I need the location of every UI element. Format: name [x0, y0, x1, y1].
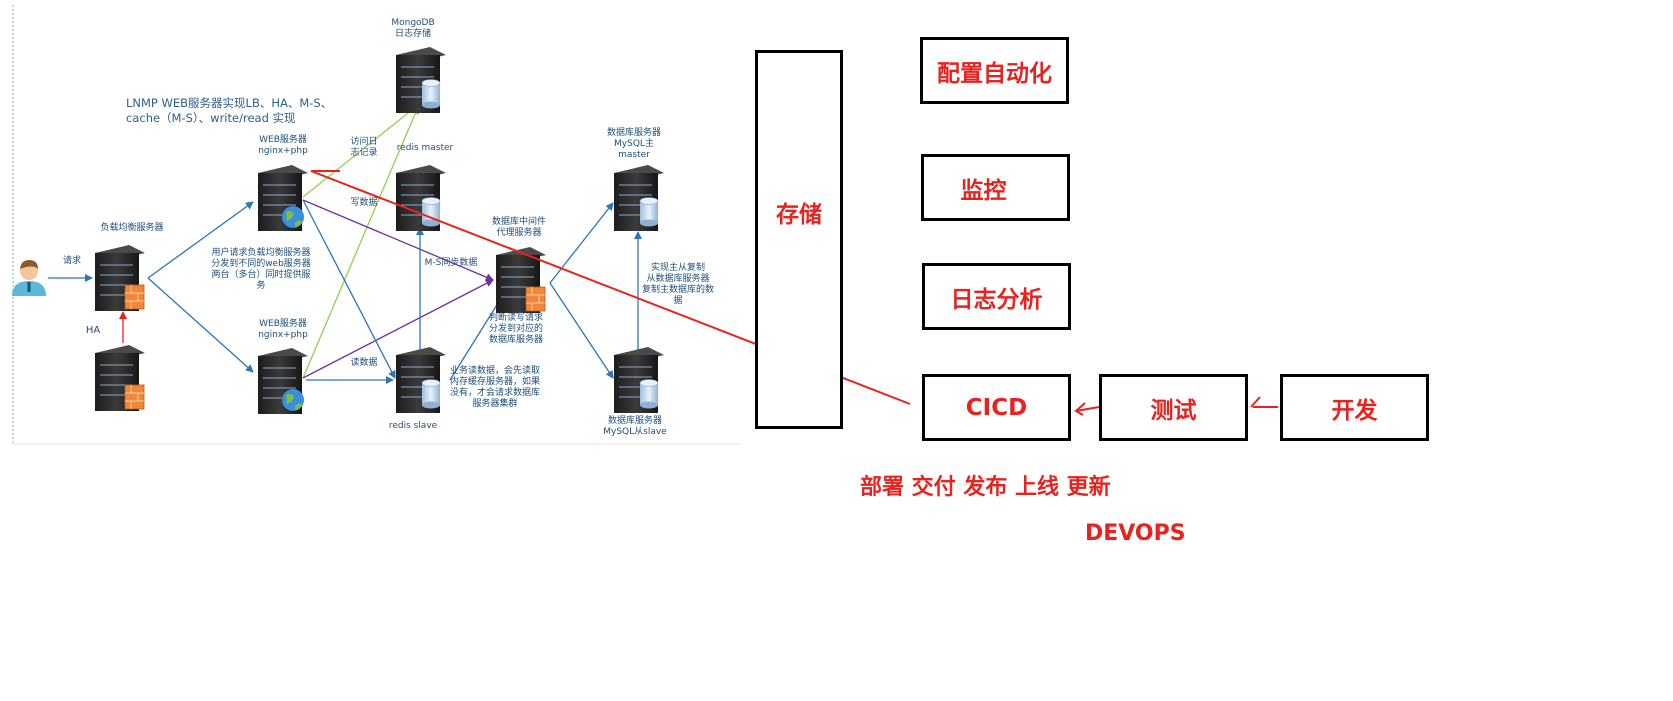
edge-label-ms-sync: M-S同步数据 — [424, 258, 478, 268]
server-web1-icon — [258, 165, 308, 231]
arrow-dev-to-test — [1250, 396, 1278, 408]
box-cicd: CICD — [922, 374, 1071, 441]
server-redis-slave-icon — [396, 347, 446, 413]
note-cache: 业务读数据，会先读取 内存缓存服务器，如果 没有，才会请求数据库 服务器集群 — [449, 366, 540, 409]
box-log-analysis: 日志分析 — [922, 263, 1071, 330]
server-lb-icon — [95, 245, 145, 311]
box-storage-label: 存储 — [776, 201, 822, 228]
node-label-mongo: MongoDB 日志存储 — [391, 18, 435, 39]
node-label-mysql-slave: 数据库服务器 MySQL从slave — [603, 416, 667, 437]
box-log-analysis-label: 日志分析 — [950, 286, 1043, 313]
box-cicd-label: CICD — [965, 394, 1028, 421]
server-proxy-icon — [496, 247, 546, 313]
box-monitoring-label: 监控 — [960, 177, 1007, 204]
deploy-stages-text: 部署 交付 发布 上线 更新 — [860, 475, 1111, 500]
note-load-balancing: 用户请求负载均衡服务器 分发到不同的web服务器 两台（多台）同时提供服务 — [211, 248, 311, 291]
diagram-frame — [12, 5, 740, 445]
edge-label-request: 请求 — [62, 256, 81, 266]
box-monitoring: 监控 — [921, 154, 1070, 221]
node-label-proxy: 数据库中间件 代理服务器 — [491, 217, 546, 238]
edges — [48, 104, 642, 384]
user-icon — [12, 260, 46, 296]
edge-web1-mongo — [302, 104, 419, 198]
box-storage: 存储 — [755, 50, 843, 429]
node-label-redis-master: redis master — [396, 143, 454, 153]
note-mysql-replication: 实现主从复制 从数据库服务器 复制主数据库的数据 — [641, 263, 714, 306]
box-config-automation-label: 配置自动化 — [937, 60, 1052, 87]
node-label-ha: HA — [85, 325, 101, 336]
note-proxy: 判断读写请求 分发到对应的 数据库服务器 — [488, 313, 543, 345]
edge-web2-mongo — [302, 106, 419, 379]
diagram-title: LNMP WEB服务器实现LB、HA、M-S、 cache（M-S）、write… — [126, 96, 333, 125]
server-web2-icon — [258, 348, 308, 414]
edge-label-log-access: 访问日 志记录 — [350, 137, 378, 158]
node-label-lb: 负载均衡服务器 — [100, 223, 164, 233]
box-development: 开发 — [1280, 374, 1429, 441]
arrow-test-to-cicd — [1074, 402, 1100, 416]
box-config-automation: 配置自动化 — [920, 37, 1069, 104]
edge-proxy-mysql-slave — [549, 282, 614, 379]
node-label-redis-slave: redis slave — [388, 421, 438, 431]
node-label-mysql-master: 数据库服务器 MySQL主 master — [606, 128, 661, 160]
box-development-label: 开发 — [1331, 397, 1378, 424]
server-mysql-slave-icon — [614, 347, 664, 413]
edge-lb-web1 — [147, 201, 254, 279]
node-label-web1: WEB服务器 nginx+php — [258, 135, 308, 156]
edge-web2-proxy — [302, 279, 494, 379]
edge-label-write-data: 写数据 — [350, 198, 378, 208]
edge-redis-slave-proxy — [449, 299, 501, 381]
server-mysql-master-icon — [614, 165, 664, 231]
box-testing: 测试 — [1099, 374, 1248, 441]
server-mongo-icon — [396, 47, 446, 113]
edge-proxy-mysql-master — [549, 202, 614, 284]
node-label-web2: WEB服务器 nginx+php — [258, 319, 308, 340]
server-redis-master-icon — [396, 165, 446, 231]
edge-web1-redis-slave — [302, 199, 396, 379]
box-testing-label: 测试 — [1150, 397, 1197, 424]
edge-label-read-data: 读数据 — [350, 358, 378, 368]
edge-lb-web2 — [147, 277, 254, 373]
edge-web1-proxy — [302, 199, 494, 281]
devops-text: DEVOPS — [1085, 521, 1186, 546]
server-ha-icon — [95, 345, 145, 411]
